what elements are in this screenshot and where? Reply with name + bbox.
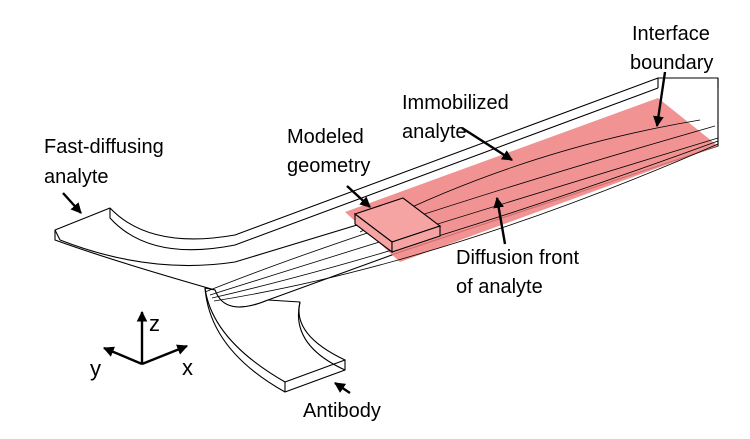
y-axis-label: y bbox=[90, 356, 101, 381]
diffusion-front-label-line1: Diffusion front bbox=[456, 247, 579, 269]
main-channel bbox=[54, 77, 719, 308]
immobilized-label-line1: Immobilized bbox=[402, 92, 509, 114]
fast-diffusing-arrow bbox=[62, 192, 82, 214]
immobilized-arrow bbox=[461, 126, 513, 162]
interface-boundary-arrow bbox=[653, 71, 667, 128]
antibody-inlet-channel bbox=[204, 287, 346, 393]
modeled-geometry-box bbox=[353, 197, 442, 254]
antibody-arrow bbox=[334, 382, 351, 394]
modeled-geometry-label-line2: geometry bbox=[287, 155, 370, 177]
coordinate-axes: z y x bbox=[90, 310, 193, 381]
antibody-label: Antibody bbox=[303, 400, 381, 422]
fast-diffusing-label-line1: Fast-diffusing bbox=[44, 136, 164, 158]
x-axis-label: x bbox=[182, 355, 193, 380]
diffusion-front-arrow bbox=[493, 196, 507, 245]
z-axis-label: z bbox=[149, 311, 160, 336]
fast-diffusing-label-line2: analyte bbox=[44, 166, 109, 188]
y-axis-arrow bbox=[103, 346, 143, 366]
modeled-geometry-arrow bbox=[346, 185, 371, 208]
interface-label-line2: boundary bbox=[630, 52, 713, 74]
diffusion-front-label-line2: of analyte bbox=[456, 276, 543, 298]
interface-label-line1: Interface bbox=[632, 23, 710, 45]
x-axis-arrow bbox=[141, 344, 189, 366]
immobilized-label-line2: analyte bbox=[402, 121, 467, 143]
modeled-geometry-label-line1: Modeled bbox=[287, 126, 364, 148]
